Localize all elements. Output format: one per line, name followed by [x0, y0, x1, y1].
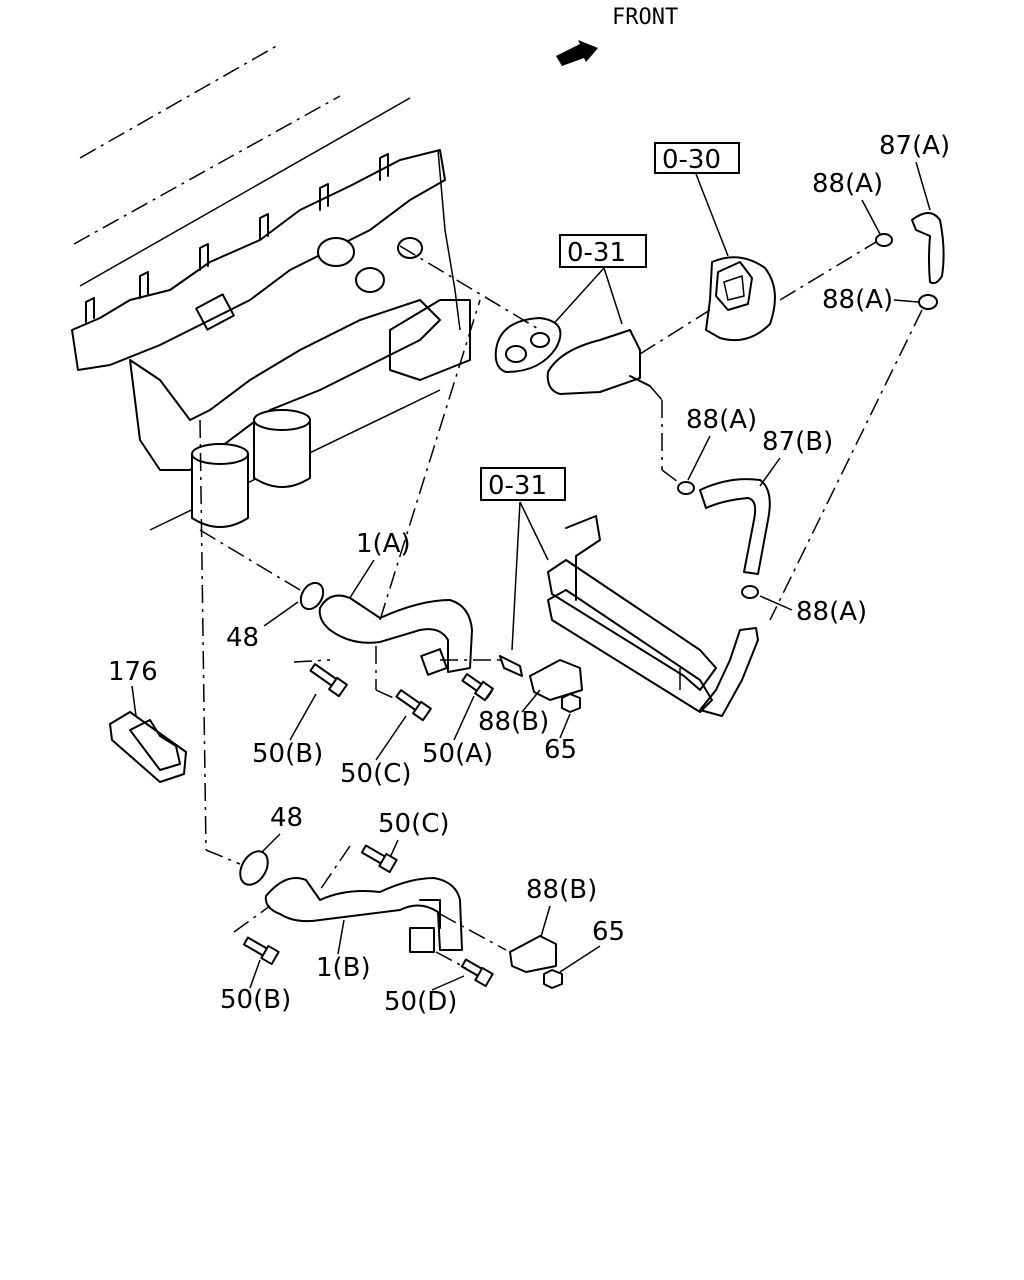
guard-176: [109, 711, 187, 783]
bolt-50C-2: [360, 844, 398, 874]
bolt-50C-1: [395, 689, 432, 722]
nut-65-1: [561, 693, 581, 713]
clamp-88A-2: [918, 294, 938, 310]
ref-0-30: 0-30: [662, 145, 721, 175]
nut-65-2: [543, 969, 563, 989]
label-50A: 50(A): [422, 739, 493, 769]
bolt-50D: [460, 958, 494, 988]
ref-0-31-lower: 0-31: [488, 471, 547, 501]
pipe-1A: [318, 594, 473, 676]
hose-87A: [911, 212, 945, 285]
oring-48-1: [299, 581, 325, 611]
label-88A-2: 88(A): [822, 285, 893, 315]
front-arrow-icon: [556, 40, 598, 66]
bolt-50A: [461, 673, 494, 702]
label-1A: 1(A): [356, 529, 411, 559]
label-50B-2: 50(B): [220, 985, 291, 1015]
bolt-50B-1: [309, 663, 348, 698]
label-87B: 87(B): [762, 427, 833, 457]
ref-0-31-upper: 0-31: [567, 238, 626, 268]
label-87A: 87(A): [879, 131, 950, 161]
label-88B-1: 88(B): [478, 707, 549, 737]
thermostat-housing: [705, 256, 776, 342]
clamp-88A-4: [741, 585, 759, 599]
label-88A-3: 88(A): [686, 405, 757, 435]
label-50D: 50(D): [384, 987, 457, 1017]
ref-box-0-31-upper: [559, 234, 647, 268]
bracket-88B-2: [509, 935, 557, 973]
oring-48-2: [239, 850, 269, 886]
label-88B-2: 88(B): [526, 875, 597, 905]
ref-box-0-30: [654, 142, 740, 174]
clamp-88A-3: [677, 481, 695, 495]
hose-87B: [699, 478, 771, 575]
label-1B: 1(B): [316, 953, 371, 983]
label-65-2: 65: [592, 917, 625, 947]
label-65-1: 65: [544, 735, 577, 765]
label-50C-1: 50(C): [340, 759, 412, 789]
label-50B-1: 50(B): [252, 739, 323, 769]
label-176: 176: [108, 657, 158, 687]
clamp-88A-1: [875, 233, 893, 247]
bolt-50B-2: [242, 936, 280, 966]
ref-box-0-31-lower: [480, 467, 566, 501]
front-label: FRONT: [612, 5, 678, 30]
engine-block: [71, 43, 471, 531]
pipe-1B: [264, 877, 463, 953]
label-50C-2: 50(C): [378, 809, 450, 839]
label-88A-1: 88(A): [812, 169, 883, 199]
bracket-88B-1: [529, 659, 583, 701]
gasket-and-water-outlet: [494, 317, 651, 395]
label-48-1: 48: [226, 623, 259, 653]
label-48-2: 48: [270, 803, 303, 833]
oil-cooler: [547, 515, 759, 717]
label-88A-4: 88(A): [796, 597, 867, 627]
